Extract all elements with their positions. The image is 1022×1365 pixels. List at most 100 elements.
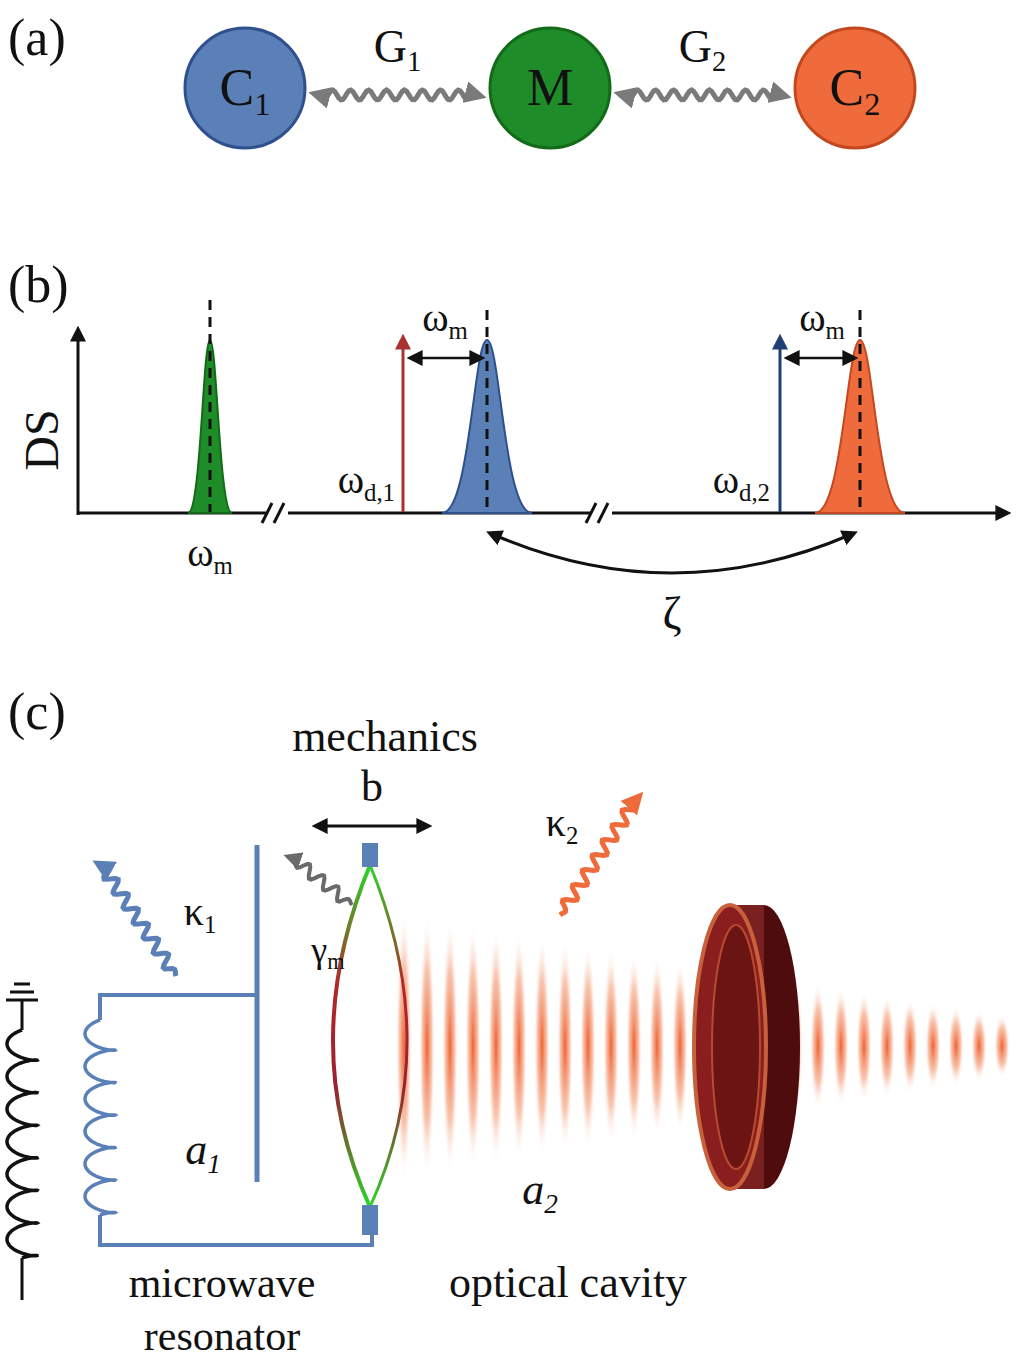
subscript: m — [327, 949, 344, 974]
figure-label: (a) — [8, 12, 66, 64]
figure-label: κ1 — [184, 892, 217, 932]
text-part: ω — [338, 457, 364, 502]
figure-label: ωm — [422, 298, 468, 338]
text-part: a — [522, 1165, 544, 1214]
mode-label: M — [527, 62, 573, 114]
beam-fringe — [557, 939, 573, 1154]
decay-arrow — [102, 866, 176, 976]
capacitor-plate — [255, 845, 260, 1182]
spectrum-plot — [78, 300, 1005, 573]
subscript: 1 — [204, 911, 216, 938]
frequency-gap-arrow — [492, 534, 852, 573]
beam-fringe — [649, 955, 665, 1138]
illustration-part — [362, 843, 378, 867]
drive-arrow — [779, 340, 782, 512]
subscript: 1 — [407, 46, 421, 77]
text-part: M — [527, 59, 573, 116]
subscript: d,2 — [739, 479, 770, 506]
beam-fringe — [856, 990, 872, 1102]
text-part: ω — [713, 457, 739, 502]
illustration-part — [694, 905, 766, 1189]
text-part: microwave resonator — [129, 1260, 316, 1359]
coupling-arrow — [319, 90, 476, 100]
illustration-part — [333, 865, 370, 1207]
circle-shape — [490, 28, 610, 148]
beam-fringe — [626, 951, 642, 1142]
figure-label: (b) — [8, 259, 69, 311]
illustration-part — [586, 503, 596, 523]
figure-label: ωd,2 — [713, 460, 770, 500]
text-part: γ — [311, 930, 327, 970]
detuning-arrow — [413, 357, 479, 360]
text-part: DS — [15, 409, 68, 470]
figure-label: ωd,1 — [338, 460, 395, 500]
beam-fringe — [603, 947, 619, 1146]
inductor-coil — [7, 1030, 37, 1258]
detuning-arrow — [790, 357, 852, 360]
illustration-part — [100, 1215, 372, 1245]
illustration-part — [100, 995, 257, 1020]
illustration-part — [14, 983, 30, 986]
illustration-part — [21, 1000, 24, 1030]
mode-circle: C2 — [793, 26, 917, 150]
text-part: C — [220, 59, 255, 116]
circle-shape — [795, 28, 915, 148]
beam-fringe — [672, 959, 688, 1134]
dashed-line — [859, 310, 862, 512]
figure-label: mechanics — [292, 715, 478, 759]
subscript: 1 — [254, 86, 270, 122]
text-part: (b) — [8, 256, 69, 313]
figure-label: optical cavity — [449, 1261, 687, 1305]
figure-label: b — [361, 765, 383, 809]
beam-fringe — [442, 919, 458, 1173]
figure-label: ωm — [187, 533, 233, 573]
drive-arrow — [402, 340, 405, 512]
beam-fringe — [810, 982, 826, 1109]
beam-fringe — [534, 935, 550, 1157]
text-part: mechanics — [292, 712, 478, 761]
text-part: κ — [184, 889, 204, 934]
subscript: m — [214, 552, 233, 579]
figure-label: ζ — [662, 591, 681, 637]
dashed-line — [209, 300, 212, 512]
text-part: ζ — [662, 588, 681, 639]
mode-circle: M — [488, 26, 612, 150]
mode-circle: C1 — [183, 26, 307, 150]
figure-label: a1 — [185, 1128, 221, 1172]
beam-fringe — [971, 1010, 987, 1082]
text-part: a — [185, 1125, 207, 1174]
subscript: 2 — [544, 1189, 558, 1219]
text-part: G — [679, 21, 712, 72]
decay-arrow — [560, 800, 636, 915]
beam-fringe — [419, 915, 435, 1177]
coupling-label: G1 — [374, 24, 422, 70]
text-part: κ — [546, 800, 566, 845]
illustration-part — [712, 925, 760, 1169]
figure-label: (c) — [8, 686, 66, 738]
beam-fringe — [488, 927, 504, 1165]
microwave-circuit — [100, 845, 372, 1245]
text-part: (c) — [8, 683, 66, 740]
illustration-part — [370, 865, 407, 1207]
loss-arrows — [102, 800, 636, 976]
coupling-label: G2 — [679, 24, 727, 70]
subscript: 2 — [566, 822, 578, 849]
beam-fringe — [511, 931, 527, 1161]
beam-fringe — [925, 1002, 941, 1090]
subscript: m — [449, 317, 468, 344]
text-part: G — [374, 21, 407, 72]
figure-label: DS — [18, 409, 66, 470]
beam-fringe — [879, 994, 895, 1098]
text-part: optical cavity — [449, 1258, 687, 1307]
axis-break — [262, 503, 288, 523]
subscript: 2 — [864, 86, 880, 122]
subscript: m — [826, 317, 845, 344]
figure-label: a2 — [522, 1168, 558, 1212]
figure-label: κ2 — [546, 803, 579, 843]
mode-label: C1 — [220, 62, 271, 114]
illustration-part — [598, 503, 608, 523]
subscript: 2 — [712, 46, 726, 77]
illustration-part — [10, 991, 34, 994]
